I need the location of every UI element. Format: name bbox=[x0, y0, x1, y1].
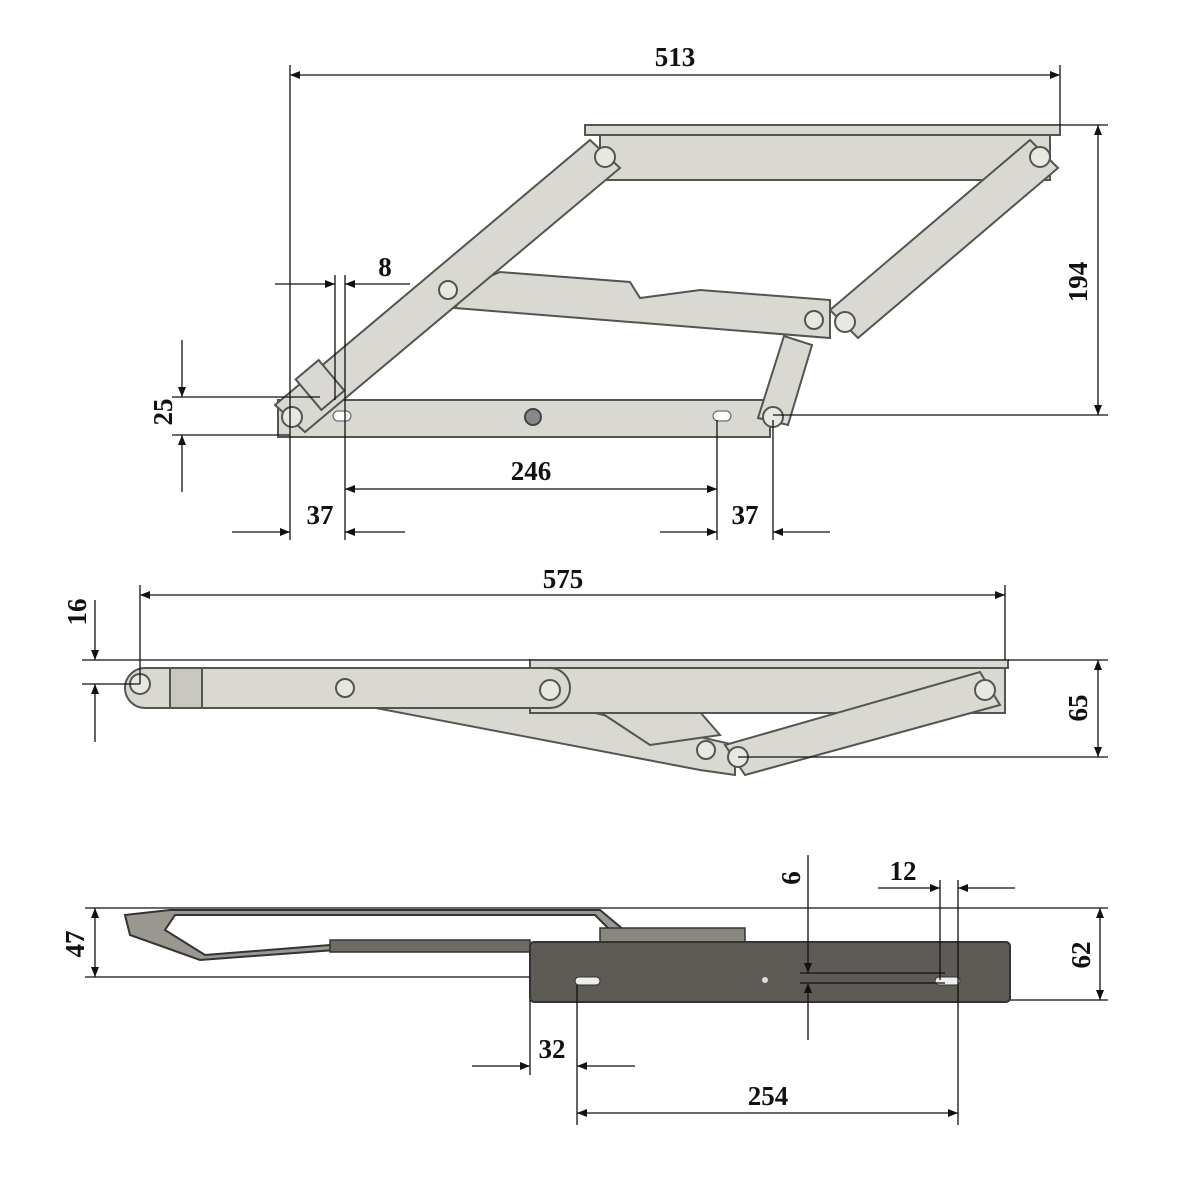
dim-575: 575 bbox=[543, 564, 584, 594]
dim-37-left: 37 bbox=[307, 500, 334, 530]
dim-16: 16 bbox=[62, 599, 92, 626]
dim-8: 8 bbox=[378, 252, 392, 282]
mechanism-closed bbox=[123, 909, 1011, 1003]
dim-246: 246 bbox=[511, 456, 552, 486]
mechanism-top bbox=[273, 124, 1061, 438]
dim-12: 12 bbox=[890, 856, 917, 886]
dim-254: 254 bbox=[748, 1081, 789, 1111]
dim-513: 513 bbox=[655, 42, 696, 72]
side-view: 575 16 65 bbox=[62, 564, 1108, 777]
dim-25: 25 bbox=[148, 399, 178, 426]
dim-37-right: 37 bbox=[732, 500, 759, 530]
dim-6: 6 bbox=[776, 871, 806, 885]
mechanism-side bbox=[124, 659, 1009, 777]
dim-32: 32 bbox=[539, 1034, 566, 1064]
top-view: 513 194 8 25 246 37 37 bbox=[148, 42, 1108, 540]
dim-62: 62 bbox=[1066, 942, 1096, 969]
bottom-view: 47 62 6 12 32 254 bbox=[60, 855, 1108, 1125]
dim-194: 194 bbox=[1063, 262, 1093, 303]
dim-47: 47 bbox=[60, 931, 90, 958]
dim-65: 65 bbox=[1063, 695, 1093, 722]
